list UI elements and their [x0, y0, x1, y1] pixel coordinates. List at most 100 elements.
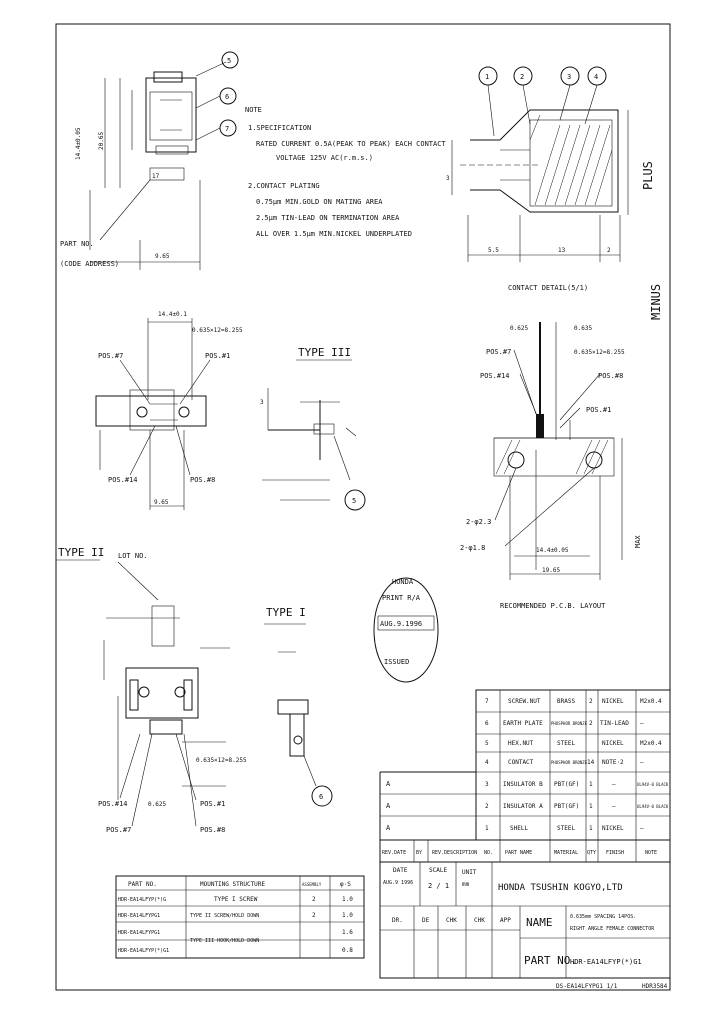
svg-text:PBT(GF): PBT(GF)	[554, 803, 579, 810]
svg-text:—: —	[640, 720, 644, 727]
balloon-5-mid: 5	[352, 497, 356, 505]
svg-text:INSULATOR B: INSULATOR B	[503, 781, 543, 788]
svg-text:UL94V-0 BLACK: UL94V-0 BLACK	[637, 782, 669, 787]
plus-label: PLUS	[641, 161, 655, 190]
balloon-4-cd: 4	[594, 73, 598, 81]
stamp-date: AUG.9.1996	[380, 620, 422, 628]
mid-pos-14: POS.#14	[108, 476, 138, 484]
svg-text:1.6: 1.6	[342, 929, 353, 936]
balloon-3-cd: 3	[567, 73, 571, 81]
bom-row-1: A 1 SHELL STEEL 1 NICKEL —	[386, 824, 644, 832]
type-i-label: TYPE I	[266, 606, 306, 619]
svg-text:2: 2	[312, 912, 316, 919]
pcb-pos-8: POS.#8	[598, 372, 623, 380]
svg-text:UL94V-0 BLACK: UL94V-0 BLACK	[637, 804, 669, 809]
dim-cd-13: 13	[558, 247, 566, 254]
tb-date: AUG.9 1996	[383, 880, 413, 886]
balloon-7-top: 7	[225, 125, 229, 133]
dim-top-vertical-1: 14.4±0.05	[75, 127, 82, 160]
pcb-dim-19: 19.65	[542, 567, 560, 574]
note-title: NOTE	[245, 106, 262, 114]
svg-text:1: 1	[589, 781, 593, 788]
mid-pos-8: POS.#8	[190, 476, 215, 484]
dim-cd-3: 3	[446, 175, 450, 182]
title-block	[379, 861, 671, 979]
bom-row-4: 4 CONTACT PHOSPHOR BRONZE 14 NOTE·2 —	[485, 759, 644, 766]
svg-text:TIN-LEAD: TIN-LEAD	[600, 720, 629, 727]
stamp-line-2: PRINT R/A	[382, 594, 421, 602]
contact-detail-label: CONTACT DETAIL(5/1)	[508, 284, 588, 292]
svg-text:7: 7	[485, 698, 489, 705]
svg-text:3: 3	[485, 781, 489, 788]
parts-row-1: HDR-EA14LFYP(*)G TYPE I SCREW 2 1.0	[118, 896, 353, 903]
svg-text:PART NAME: PART NAME	[505, 850, 532, 856]
pcb-pos-1: POS.#1	[586, 406, 611, 414]
type-ii-pos-14: POS.#14	[98, 800, 128, 808]
pcb-layout-label: RECOMMENDED P.C.B. LAYOUT	[500, 602, 606, 610]
parts-table	[115, 875, 365, 959]
svg-text:STEEL: STEEL	[557, 740, 575, 747]
pcb-hole-23: 2-φ2.3	[466, 518, 491, 526]
dim-type3-d3: 3	[260, 399, 264, 406]
stamp-issued: ISSUED	[384, 658, 409, 666]
svg-text:—: —	[640, 825, 644, 832]
footer-doc: DS-EA14LFYPG1 1/1	[556, 983, 618, 990]
svg-text:MATERIAL: MATERIAL	[554, 850, 578, 856]
svg-text:M2x0.4: M2x0.4	[640, 740, 662, 747]
type-ii-view	[103, 561, 230, 827]
note-line-5: 0.75μm MIN.GOLD ON MATING AREA	[256, 198, 383, 206]
svg-text:1: 1	[589, 803, 593, 810]
tb-partno-label: PART NO.	[524, 954, 577, 967]
svg-text:M2x0.4: M2x0.4	[640, 698, 662, 705]
dim-mid-14: 14.4±0.1	[158, 311, 187, 318]
type-i-view	[277, 651, 333, 807]
svg-text:SHELL: SHELL	[510, 825, 528, 832]
type-iii-view	[262, 388, 366, 511]
pcb-pos-14: POS.#14	[480, 372, 510, 380]
mid-pos-1: POS.#1	[205, 352, 230, 360]
tb-scale: 2 / 1	[428, 882, 449, 890]
dim-top-vertical-2: 20.65	[98, 132, 105, 150]
pcb-hole-18: 2-φ1.8	[460, 544, 485, 552]
svg-text:2: 2	[485, 803, 489, 810]
svg-text:HDR-EA14LFYP(*)G1: HDR-EA14LFYP(*)G1	[118, 948, 169, 954]
tb-unit-label: UNIT	[462, 869, 477, 876]
type-ii-dim-0625: 0.625	[148, 801, 166, 808]
svg-text:TYPE II SCREW/HOLD DOWN: TYPE II SCREW/HOLD DOWN	[190, 913, 259, 919]
svg-text:BY: BY	[416, 850, 422, 856]
part-no-callout-2: (CODE ADDRESS)	[60, 260, 119, 268]
svg-text:TYPE I SCREW: TYPE I SCREW	[214, 896, 258, 903]
svg-text:A: A	[386, 802, 391, 810]
contact-detail-view	[451, 66, 629, 262]
svg-text:14: 14	[587, 759, 595, 766]
parts-row-3: HDR-EA14LFYPG1 TYPE III HOOK/HOLD DOWN 1…	[118, 929, 353, 944]
mid-pos-7: POS.#7	[98, 352, 123, 360]
type-ii-pos-7: POS.#7	[106, 826, 131, 834]
svg-text:NICKEL: NICKEL	[602, 825, 624, 832]
dim-cd-55: 5.5	[488, 247, 499, 254]
balloon-6-top: 6	[225, 93, 229, 101]
svg-text:—: —	[640, 759, 644, 766]
svg-text:2: 2	[589, 720, 593, 727]
svg-text:NO.: NO.	[484, 850, 493, 856]
pt-header-mount: MOUNTING STRUCTURE	[200, 881, 265, 888]
note-line-7: ALL OVER 1.5μm MIN.NICKEL UNDERPLATED	[256, 230, 412, 238]
tb-partno: HDR-EA14LFYP(*)G1	[570, 958, 642, 966]
stamp-line-1: HONDA	[392, 578, 414, 586]
tb-name-line-2: RIGHT ANGLE FEMALE CONNECTOR	[570, 926, 655, 932]
svg-text:A: A	[386, 824, 391, 832]
note-line-4: 2.CONTACT PLATING	[248, 182, 320, 190]
pcb-max: MAX	[634, 535, 642, 548]
svg-text:QTY: QTY	[587, 850, 596, 856]
svg-text:NOTE·2: NOTE·2	[602, 759, 624, 766]
dim-cd-2: 2	[607, 247, 611, 254]
pcb-layout-view	[493, 322, 623, 580]
type-ii-dim-pitch: 0.635×12=8.255	[196, 757, 247, 764]
svg-text:4: 4	[485, 759, 489, 766]
dim-top-label: 17	[152, 173, 160, 180]
minus-label: MINUS	[649, 284, 663, 320]
svg-text:1: 1	[485, 825, 489, 832]
pt-header-part: PART NO.	[128, 881, 157, 888]
note-line-1: 1.SPECIFICATION	[248, 124, 311, 132]
